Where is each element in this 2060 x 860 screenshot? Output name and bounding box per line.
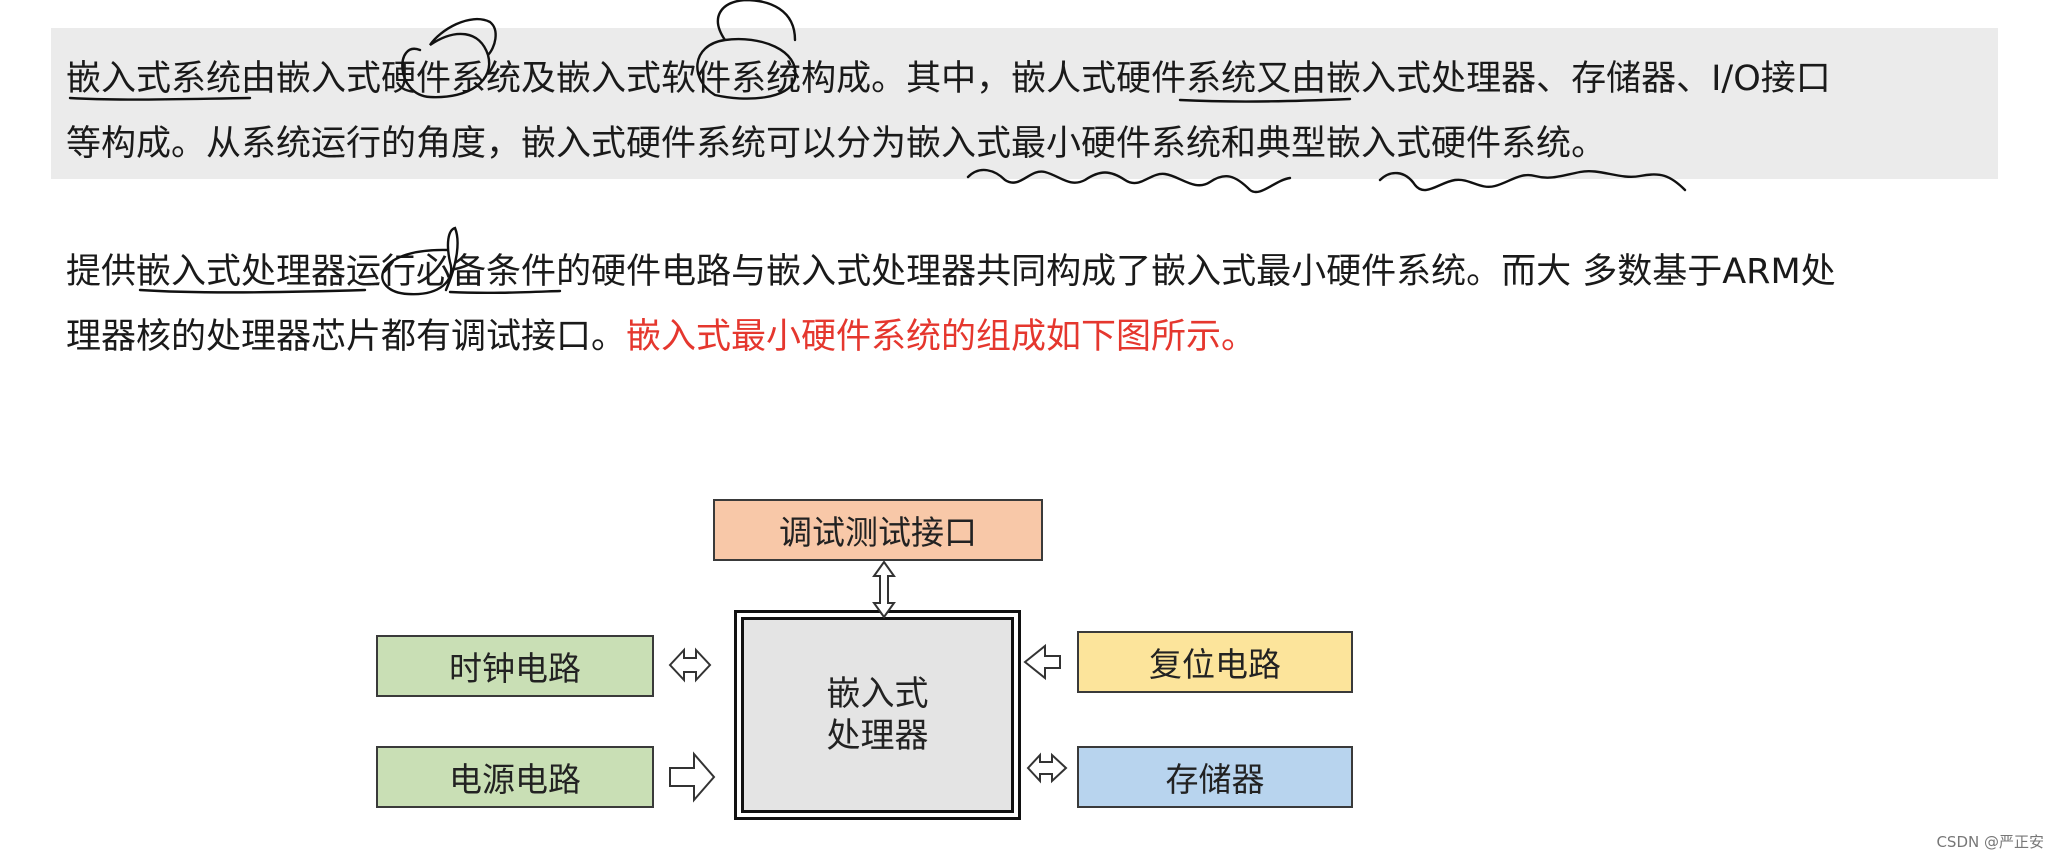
arrow-reset-to-cpu [1023, 643, 1061, 681]
text-segment: 等构成。从系统运行的角度，嵌入式硬件系统可以分为 [66, 124, 907, 164]
double-arrow-vertical [872, 560, 896, 619]
text-segment: 和 [1221, 124, 1257, 164]
reset-circuit-box: 复位电路 [1077, 631, 1353, 693]
box-label: 调试测试接口 [779, 513, 977, 552]
paragraph-line-2: 等构成。从系统运行的角度，嵌入式硬件系统可以分为嵌入式最小硬件系统和典型嵌入式硬… [66, 115, 1606, 166]
text-segment: 典型嵌入式硬件系统 [1256, 124, 1572, 164]
text-segment: 硬件系统 [1116, 59, 1257, 99]
double-arrow-clock [668, 647, 712, 683]
box-label: 时钟电路 [449, 649, 581, 688]
text-segment: 提供 [66, 252, 137, 292]
text-segment: 。 [1571, 124, 1607, 164]
box-label: 复位电路 [1149, 645, 1281, 684]
embedded-processor-box: 嵌入式处理器 [734, 610, 1021, 820]
power-circuit-box: 电源电路 [376, 746, 654, 808]
double-arrow-memory [1026, 752, 1068, 784]
clock-circuit-box: 时钟电路 [376, 635, 654, 697]
csdn-watermark: CSDN @严正安 [1936, 833, 2044, 851]
text-segment: 嵌入式处理器 [136, 252, 347, 292]
text-segment: 嵌入式系统 [66, 59, 242, 99]
text-segment: 又由嵌入式处理器、存储器、I/O接口 [1256, 59, 1831, 99]
paragraph-line-4: 理器核的处理器芯片都有调试接口。嵌入式最小硬件系统的组成如下图所示。 [66, 308, 1256, 359]
arrow-power-to-cpu [669, 751, 716, 803]
text-segment: 的硬件电路与嵌入式处理器共同构成了嵌入式最小硬件系统。而大 多数基于ARM处 [556, 252, 1836, 292]
red-highlight-sentence: 嵌入式最小硬件系统的组成如下图所示。 [626, 317, 1257, 357]
box-label: 存储器 [1165, 760, 1265, 799]
paragraph-highlight-band [51, 28, 1998, 179]
box-label: 电源电路 [449, 760, 581, 799]
memory-box: 存储器 [1077, 746, 1353, 808]
debug-interface-box: 调试测试接口 [713, 499, 1043, 561]
text-segment: 嵌入式最小硬件系统 [906, 124, 1222, 164]
text-segment: 由嵌入式 [241, 59, 382, 99]
box-label: 嵌入式 [826, 674, 929, 714]
box-label: 处理器 [826, 716, 929, 756]
text-segment: 理器核的处理器芯片都有调试接口。 [66, 317, 627, 357]
